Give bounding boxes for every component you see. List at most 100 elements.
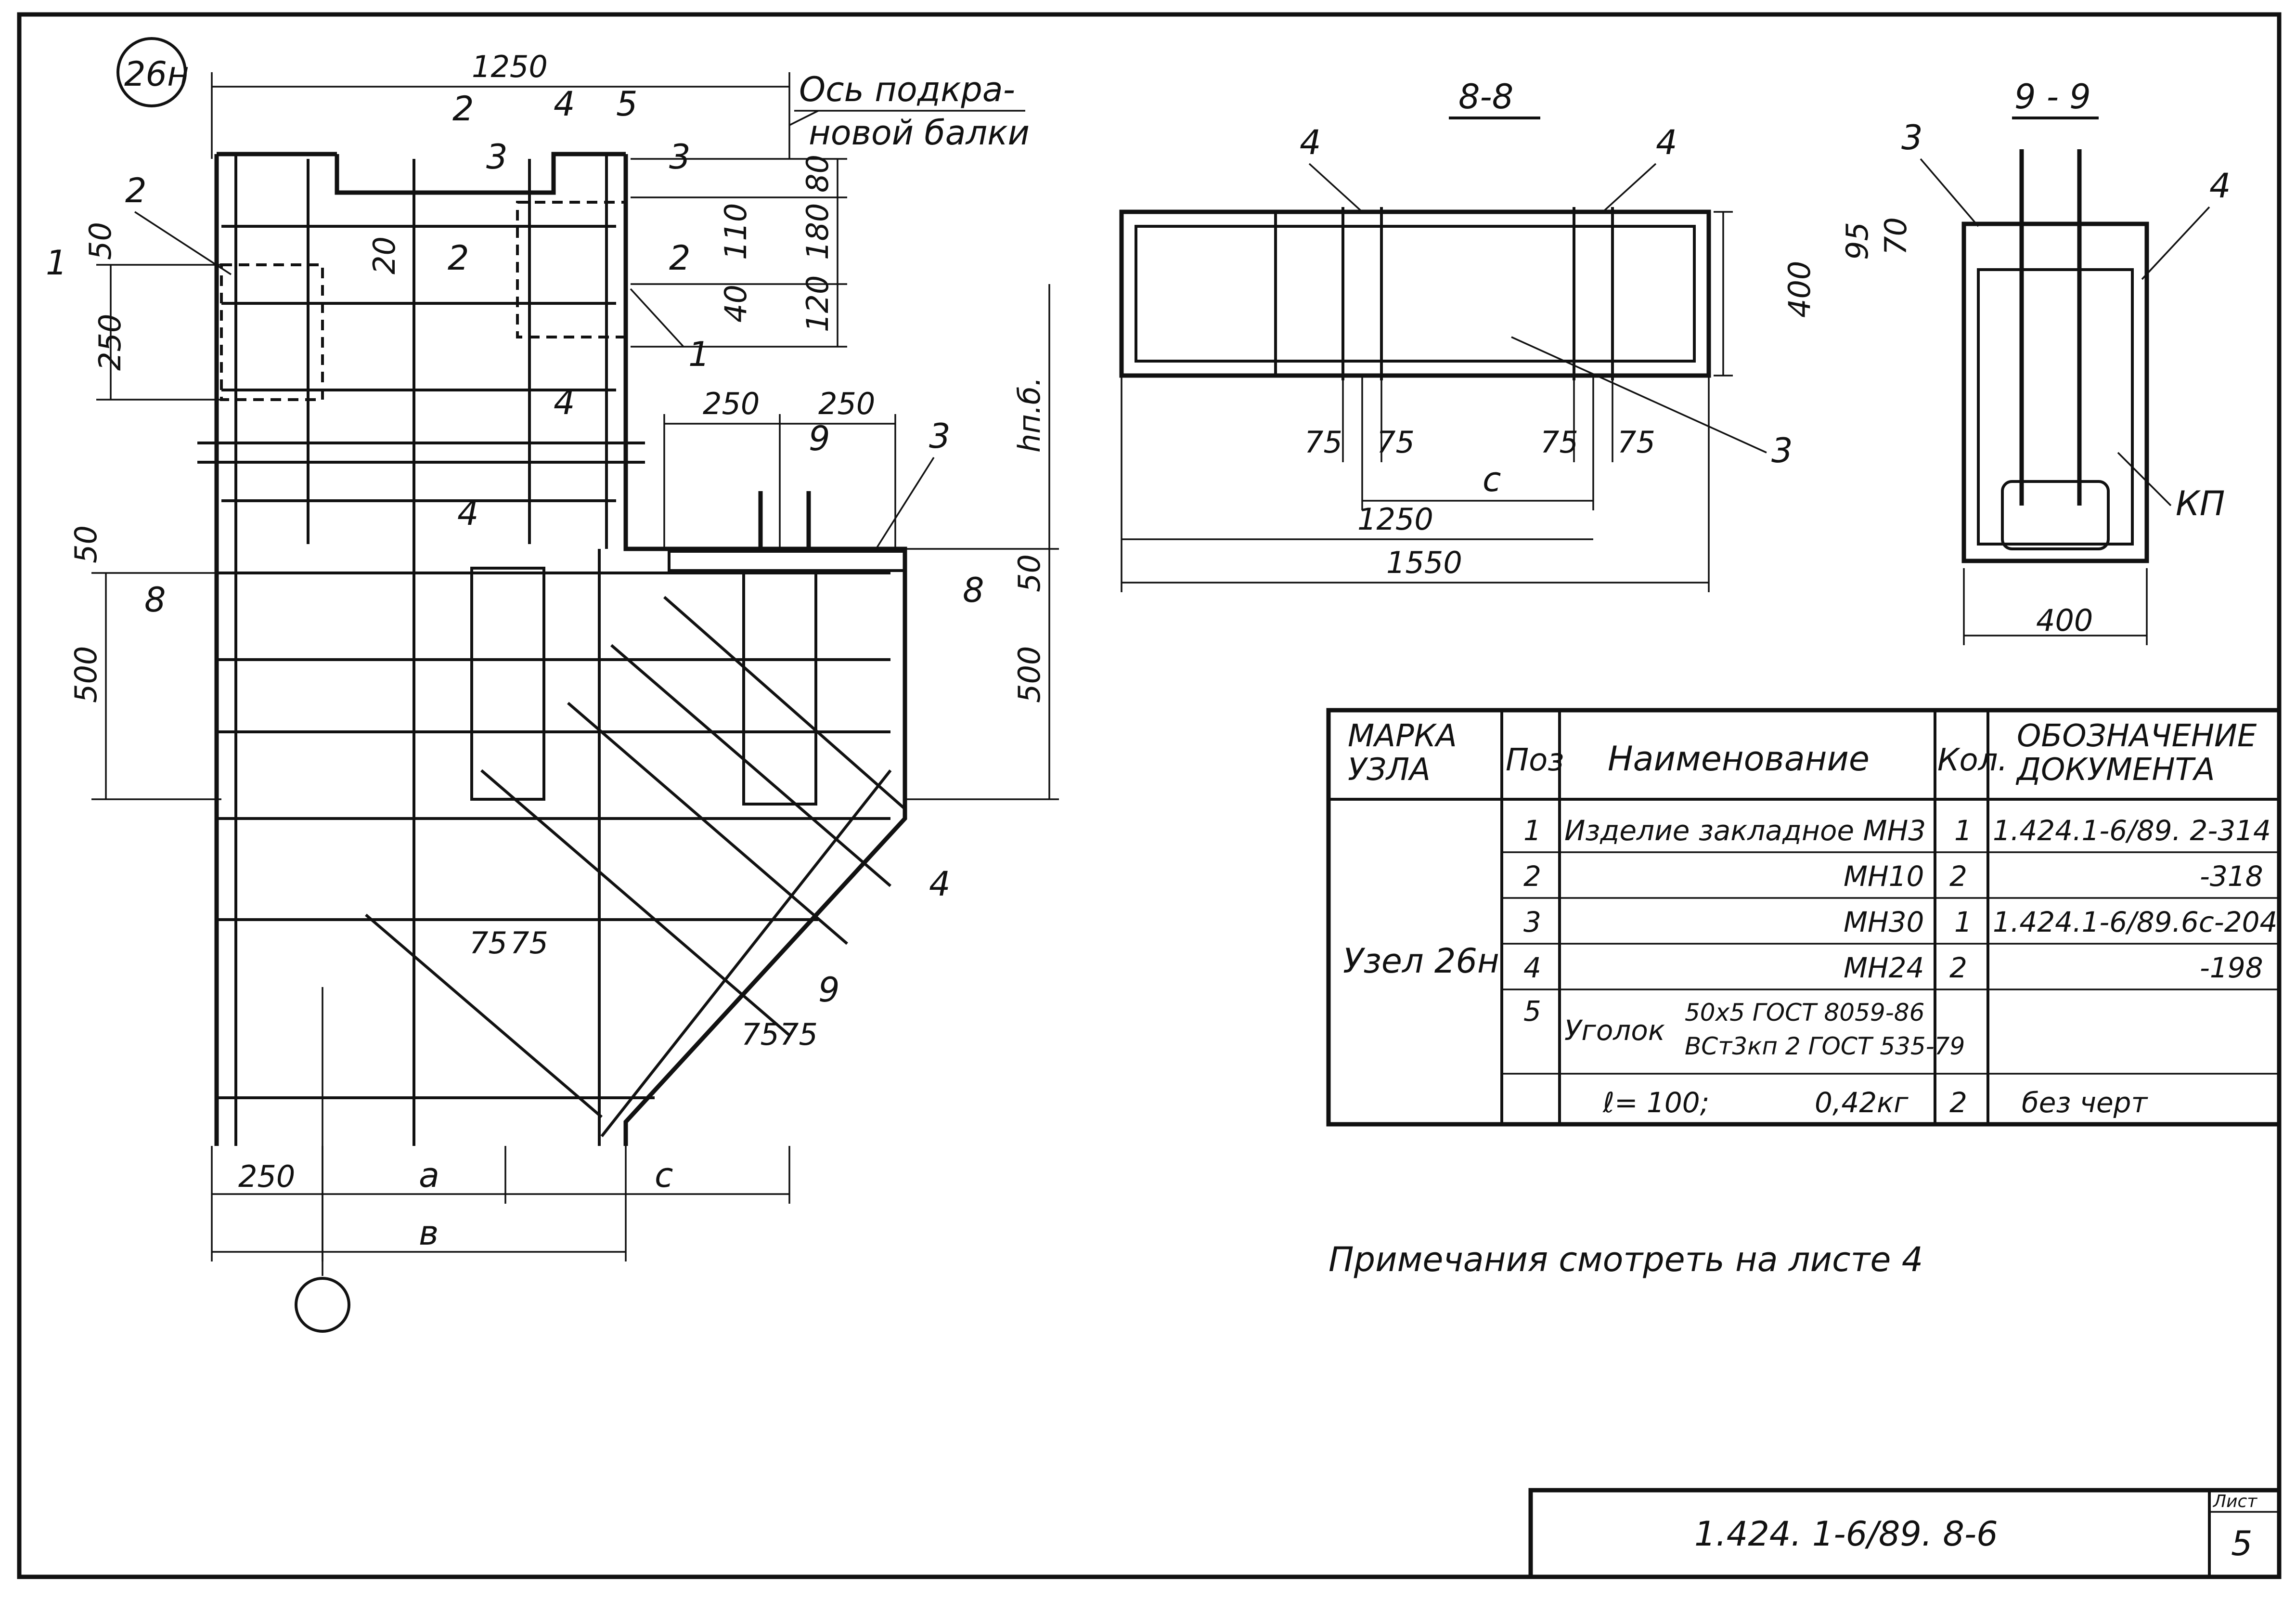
dim-500-left: 500	[68, 646, 103, 703]
pos-4-mid-label: 4	[554, 383, 575, 422]
section-8-dim-75b: 75	[1377, 425, 1415, 460]
header-pos: Поз	[1506, 742, 1564, 778]
row1-doc: 1.424.1-6/89. 2-314	[1993, 814, 2271, 847]
sheet-frame	[17, 12, 2282, 1579]
title-code: 1.424. 1-6/89. 8-6	[1694, 1514, 1998, 1554]
row5-name2: 50x5 ГОСТ 8059-86	[1685, 999, 1924, 1027]
section-8-dim-75a: 75	[1304, 425, 1342, 460]
row4-pos: 4	[1523, 951, 1541, 984]
plate-3	[668, 550, 906, 572]
section-8-title: 8-8	[1458, 77, 1513, 117]
section-3b-mark: 3	[669, 137, 691, 177]
section-9-label-3: 3	[1901, 118, 1923, 157]
dim-50-lower-left: 50	[68, 525, 103, 563]
plate-4-right	[742, 572, 817, 806]
section-9-kp: КП	[2176, 484, 2225, 523]
row6-qty: 2	[1949, 1086, 1967, 1119]
section-2b-mark: 2	[669, 238, 691, 278]
section-8-dim-400: 400	[1782, 261, 1817, 318]
pos-5-label: 5	[616, 84, 638, 124]
section-9-label-4: 4	[2209, 166, 2231, 206]
row2-qty: 2	[1949, 860, 1967, 893]
row5-name3: ВСт3кп 2 ГОСТ 535-79	[1685, 1032, 1965, 1060]
pos-4-right-label: 4	[929, 864, 951, 904]
title-block: 1.424. 1-6/89. 8-6 Лист 5	[1528, 1488, 2282, 1579]
bottom-a: a	[419, 1156, 439, 1195]
sheet-number: 5	[2231, 1524, 2253, 1563]
crane-axis-line2: новой балки	[809, 113, 1030, 153]
section-8-dim-1250: 1250	[1357, 502, 1433, 537]
row1-pos: 1	[1523, 814, 1541, 847]
section-9-title: 9 - 9	[2014, 77, 2091, 117]
bottom-c: c	[655, 1156, 673, 1195]
pos-2-label: 2	[125, 171, 147, 210]
section-9-dim-400: 400	[2036, 603, 2093, 638]
dim-120: 120	[800, 275, 835, 332]
section-8-label-3: 3	[1771, 431, 1793, 470]
row4-doc: -198	[2200, 951, 2263, 984]
pos-2-top-label: 2	[452, 89, 474, 129]
section-8-right-mark: 8	[963, 571, 984, 610]
section-8-dim-75d: 75	[1617, 425, 1655, 460]
row3-qty: 1	[1954, 906, 1972, 938]
header-node-mark: МАРКА	[1348, 718, 1457, 754]
dim-40: 40	[718, 285, 753, 323]
column-outline	[214, 152, 907, 1146]
dim-250-left: 250	[92, 314, 128, 371]
section-9-dim-95: 95	[1840, 222, 1875, 260]
section-8-dim-c: c	[1483, 460, 1501, 499]
row6-name: ℓ= 100;	[1602, 1086, 1709, 1119]
header-qty: Кол.	[1937, 742, 2008, 778]
section-1-mark: 1	[46, 243, 67, 283]
dim-110: 110	[718, 203, 753, 260]
row4-qty: 2	[1949, 951, 1967, 984]
section-9-dim-70: 70	[1878, 217, 1913, 255]
pos-1-label: 1	[688, 335, 710, 374]
row3-name: МН30	[1844, 906, 1924, 938]
dim-top-1250: 1250	[472, 49, 548, 84]
section-9-outline	[1961, 221, 2149, 563]
section-8-dim-75c: 75	[1540, 425, 1578, 460]
dim-75-d: 75	[780, 1017, 818, 1052]
dim-75-c: 75	[741, 1017, 779, 1052]
section-3-mark: 3	[486, 137, 508, 177]
pos-4-top-label: 4	[554, 84, 575, 124]
dim-180: 180	[800, 203, 835, 260]
row2-doc: -318	[2200, 860, 2263, 893]
row4-name: МН24	[1844, 951, 1924, 984]
row2-pos: 2	[1523, 860, 1541, 893]
node-name: Узел 26н	[1343, 941, 1499, 981]
row6-doc: без черт	[2022, 1086, 2148, 1119]
section-8-label-4b: 4	[1656, 123, 1677, 162]
node-mark-circle	[116, 37, 187, 107]
section-8-outline	[1119, 209, 1711, 378]
spec-table: МАРКА УЗЛА Поз Наименование Кол. ОБОЗНАЧ…	[1326, 708, 2282, 1127]
header-doc-2: ДОКУМЕНТА	[2015, 752, 2215, 788]
dim-50-right: 50	[1012, 554, 1047, 592]
bottom-250: 250	[238, 1159, 295, 1194]
dim-50-left: 50	[83, 222, 118, 260]
section-9-top-mark: 9	[809, 419, 830, 458]
section-8-8: 8-8 4 4 3 400 75 75 75 75 c 1250	[1119, 77, 1817, 592]
embedded-item-1	[516, 201, 627, 338]
row1-name: Изделие закладное МН3	[1564, 814, 1926, 847]
pos-3-label: 3	[929, 416, 951, 456]
header-node-mark-2: УЗЛА	[1348, 752, 1431, 788]
notes: Примечания смотреть на листе 4	[1329, 1240, 1923, 1279]
dim-80: 80	[800, 155, 835, 193]
node-mark: 26н	[124, 54, 189, 94]
section-8-dim-1550: 1550	[1386, 545, 1462, 580]
row3-pos: 3	[1523, 906, 1541, 938]
sheet-label: Лист	[2212, 1492, 2257, 1511]
section-8-left-mark: 8	[144, 580, 166, 620]
dim-75-a: 75	[469, 925, 507, 961]
row3-doc: 1.424.1-6/89.6с-204	[1993, 906, 2277, 938]
row5-pos: 5	[1523, 995, 1541, 1027]
section-9-bottom-mark: 9	[818, 970, 840, 1010]
row1-qty: 1	[1954, 814, 1972, 847]
dim-20: 20	[367, 236, 402, 274]
embedded-item-2	[220, 263, 324, 401]
section-8-label-4a: 4	[1300, 123, 1321, 162]
